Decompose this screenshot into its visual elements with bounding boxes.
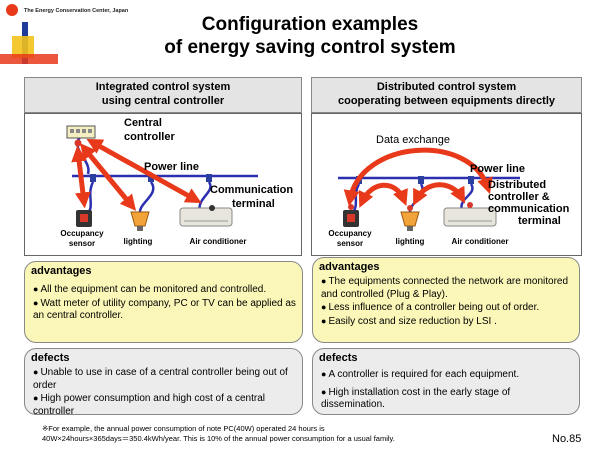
- page-title-line1: Configuration examples: [201, 14, 419, 35]
- right-defects-box: defects ●A controller is required for ea…: [312, 348, 580, 415]
- right-air-conditioner-icon: [443, 202, 497, 227]
- page-title-line2: of energy saving control system: [164, 37, 456, 58]
- left-lighting-icon: [130, 211, 150, 231]
- list-item: ●The equipments connected the network ar…: [321, 276, 569, 300]
- left-occupancy-label-1: Occupancy: [60, 229, 104, 238]
- left-panel-heading: Integrated control system using central …: [24, 77, 302, 113]
- footnote-line1: ※For example, the annual power consumpti…: [42, 424, 325, 433]
- left-advantages-box: advantages ●All the equipment can be mon…: [24, 261, 303, 343]
- page-number: No.85: [552, 433, 582, 445]
- list-item: ●A controller is required for each equip…: [321, 369, 520, 380]
- data-exchange-label: Data exchange: [376, 134, 450, 146]
- left-control-arrows: [71, 138, 202, 211]
- distributed-label-3: communication: [488, 203, 570, 215]
- right-advantages-title: advantages: [319, 261, 380, 273]
- left-power-line-label: Power line: [144, 161, 200, 173]
- org-name: The Energy Conservation Center, Japan: [24, 8, 129, 14]
- left-advantages-title: advantages: [31, 265, 92, 277]
- right-air-conditioner-label: Air conditioner: [451, 237, 509, 246]
- right-heading-line1: Distributed control system: [376, 81, 517, 93]
- left-heading-line1: Integrated control system: [95, 81, 231, 93]
- list-item: ●Less influence of a controller being ou…: [321, 302, 540, 313]
- list-item: ●Unable to use in case of a central cont…: [33, 367, 288, 391]
- list-item: ●All the equipment can be monitored and …: [33, 284, 267, 295]
- central-controller-label-1: Central: [124, 117, 162, 129]
- central-controller-label-2: controller: [124, 131, 175, 143]
- central-controller-icon: [66, 125, 96, 147]
- left-air-conditioner-icon: [179, 205, 233, 227]
- footnote: ※For example, the annual power consumpti…: [42, 424, 395, 444]
- left-air-conditioner-label: Air conditioner: [189, 237, 247, 246]
- right-heading-line2: cooperating between equipments directly: [338, 95, 555, 107]
- list-item: ●High installation cost in the early sta…: [321, 386, 511, 411]
- right-panel-heading: Distributed control system cooperating b…: [311, 77, 582, 113]
- distributed-label-2: controller &: [488, 191, 550, 203]
- right-defects-title: defects: [319, 352, 358, 364]
- distributed-label-4: terminal: [518, 215, 561, 227]
- left-heading-line2: using central controller: [101, 95, 225, 107]
- left-occupancy-label-2: sensor: [68, 239, 96, 248]
- left-occupancy-sensor-icon: [76, 210, 92, 227]
- distributed-label-1: Distributed: [488, 179, 547, 191]
- right-advantages-box: advantages ●The equipments connected the…: [312, 257, 580, 343]
- logo: [0, 0, 60, 72]
- right-power-line-label: Power line: [470, 163, 526, 175]
- footnote-line2: 40W×24hours×365days＝350.4kWh/year. This …: [42, 434, 395, 443]
- communication-terminal-label-1: Communication: [210, 184, 294, 196]
- list-item: ●High power consumption and high cost of…: [33, 393, 266, 417]
- left-defects-box: defects ●Unable to use in case of a cent…: [24, 348, 303, 417]
- right-lighting-label: lighting: [395, 237, 425, 246]
- list-item: ●Watt meter of utility company, PC or TV…: [33, 297, 296, 322]
- right-occupancy-label-1: Occupancy: [328, 229, 372, 238]
- right-lighting-icon: [400, 205, 420, 231]
- left-lighting-label: lighting: [123, 237, 153, 246]
- right-data-exchange-arrows: [343, 147, 493, 208]
- left-defects-title: defects: [31, 352, 70, 364]
- right-occupancy-label-2: sensor: [336, 239, 364, 248]
- logo-circle-icon: [6, 4, 18, 16]
- communication-terminal-label-2: terminal: [232, 198, 275, 210]
- list-item: ●Easily cost and size reduction by LSI .: [321, 315, 497, 327]
